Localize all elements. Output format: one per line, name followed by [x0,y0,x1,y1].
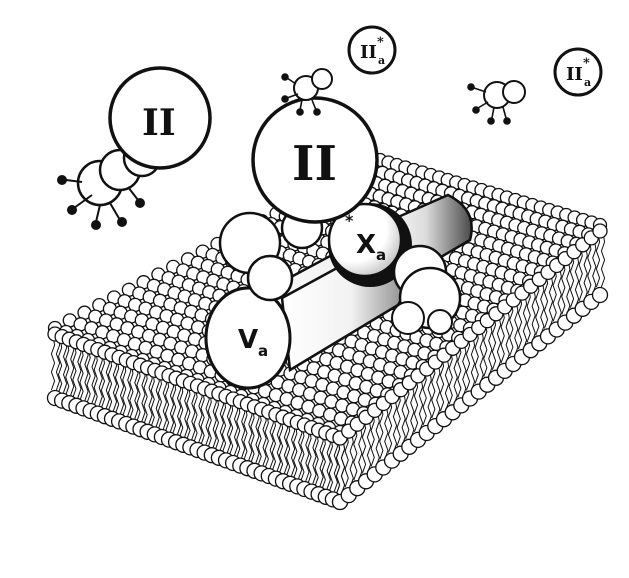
prothrombin-bound-label: II [292,136,337,192]
factor-va-label: V [238,325,258,355]
thrombin-2-asterisk: * [583,56,590,71]
lipid-head-edge [593,224,607,238]
prothrombin-free-label: II [142,102,176,144]
thrombin-2-label: II [566,64,583,85]
lipid-head-inner [593,288,608,303]
thrombin-1: II a * [349,27,395,73]
prothrombin-bound: II [253,98,377,222]
thrombin-1-subscript: a [378,54,385,67]
prothrombin-free: II [58,68,210,229]
factor-xa-subscript: a [376,246,386,264]
factor-xa-label: X [356,230,376,260]
factor-va-subscript: a [258,342,268,360]
thrombin-2-subscript: a [584,76,591,89]
fragment-2 [468,81,525,124]
thrombin-1-asterisk: * [377,35,384,50]
thrombin-2: II a * [555,49,601,95]
thrombin-1-label: II [360,42,377,63]
